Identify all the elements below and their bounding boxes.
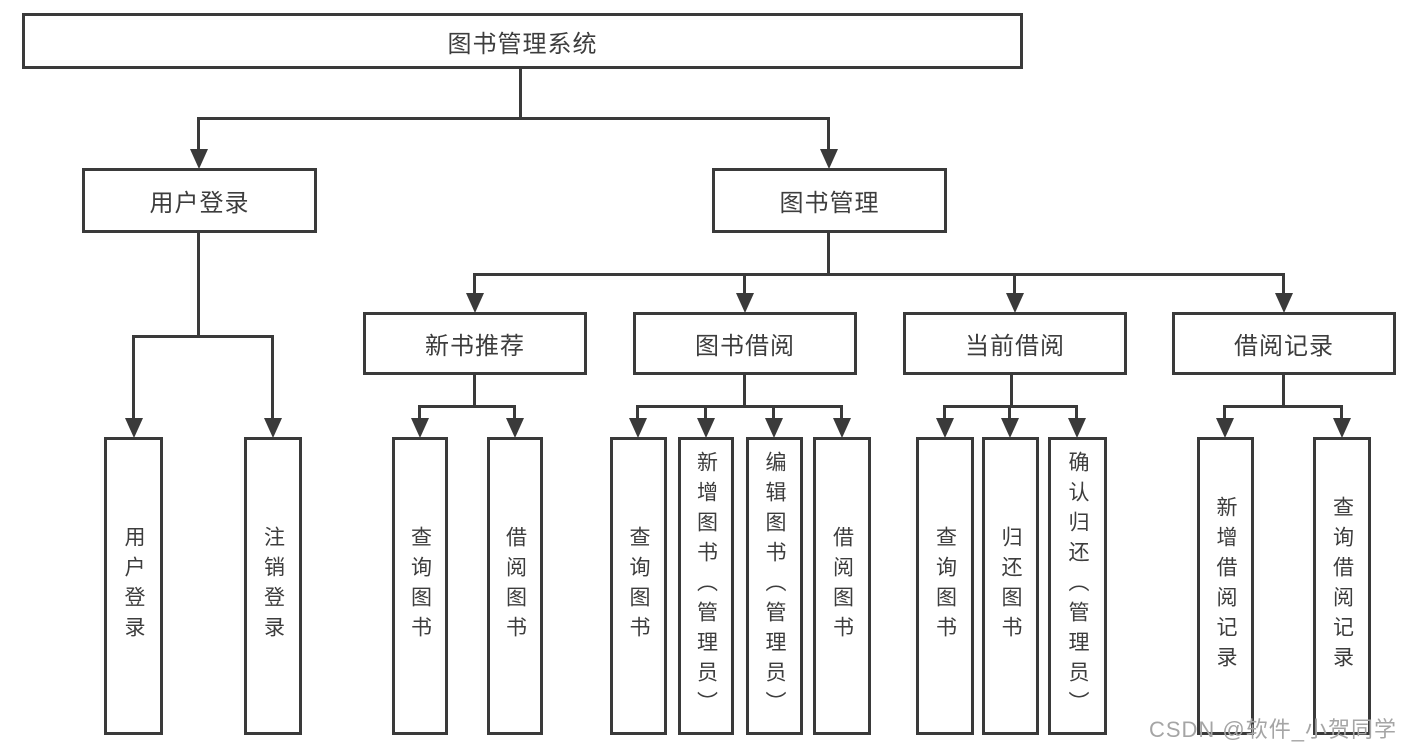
connector-line — [132, 335, 274, 338]
connector-line — [1340, 405, 1343, 421]
connector-line — [743, 375, 746, 408]
node-user-login: 用户登录 — [82, 168, 317, 233]
connector-line — [1223, 405, 1226, 421]
connector-line — [636, 405, 639, 421]
connector-line — [827, 117, 830, 151]
arrowhead-down-icon — [1068, 418, 1086, 438]
watermark: CSDN @软件_小贺同学 — [1148, 717, 1397, 742]
arrowhead-down-icon — [736, 293, 754, 313]
leaf-add-books-admin: 新增图书（管理员） — [678, 437, 734, 735]
arrowhead-down-icon — [506, 418, 524, 438]
node-root-label: 图书管理系统 — [447, 30, 598, 58]
arrowhead-down-icon — [1333, 418, 1351, 438]
leaf-add-borrow-record: 新增借阅记录 — [1197, 437, 1254, 735]
arrowhead-down-icon — [820, 149, 838, 169]
connector-line — [1223, 405, 1343, 408]
node-borrow-record-label: 借阅记录 — [1234, 333, 1334, 360]
leaf-query-borrow-record: 查询借阅记录 — [1313, 437, 1371, 735]
connector-line — [473, 375, 476, 408]
node-current-borrow-label: 当前借阅 — [965, 333, 1065, 360]
node-user-login-label: 用户登录 — [149, 190, 250, 217]
connector-line — [1282, 273, 1285, 297]
connector-line — [418, 405, 421, 421]
leaf-add-borrow-record-label: 新增借阅记录 — [1214, 496, 1237, 676]
connector-line — [636, 405, 843, 408]
connector-line — [1013, 273, 1016, 297]
leaf-edit-books-admin: 编辑图书（管理员） — [746, 437, 803, 735]
arrowhead-down-icon — [466, 293, 484, 313]
connector-line — [519, 68, 522, 118]
connector-line — [840, 405, 843, 421]
leaf-confirm-return-admin-label: 确认归还（管理员） — [1066, 451, 1089, 721]
leaf-query-books-borrow-label: 查询图书 — [627, 526, 650, 646]
node-new-book-recommend: 新书推荐 — [363, 312, 587, 375]
arrowhead-down-icon — [190, 149, 208, 169]
leaf-add-books-admin-label: 新增图书（管理员） — [694, 451, 718, 721]
leaf-query-books-recommend: 查询图书 — [392, 437, 448, 735]
arrowhead-down-icon — [833, 418, 851, 438]
leaf-user-login-label: 用户登录 — [122, 526, 145, 646]
leaf-return-books-label: 归还图书 — [999, 526, 1022, 646]
connector-line — [513, 405, 516, 421]
connector-line — [772, 405, 775, 421]
leaf-edit-books-admin-label: 编辑图书（管理员） — [763, 451, 786, 721]
leaf-query-books-current: 查询图书 — [916, 437, 974, 735]
connector-line — [132, 335, 135, 421]
node-book-borrow: 图书借阅 — [633, 312, 857, 375]
connector-line — [743, 273, 746, 297]
connector-line — [943, 405, 946, 421]
leaf-query-borrow-record-label: 查询借阅记录 — [1330, 496, 1354, 676]
node-root: 图书管理系统 — [22, 13, 1023, 69]
connector-line — [473, 273, 476, 297]
arrowhead-down-icon — [936, 418, 954, 438]
arrowhead-down-icon — [629, 418, 647, 438]
arrowhead-down-icon — [1001, 418, 1019, 438]
node-current-borrow: 当前借阅 — [903, 312, 1127, 375]
leaf-user-login: 用户登录 — [104, 437, 163, 735]
arrowhead-down-icon — [1006, 293, 1024, 313]
arrowhead-down-icon — [697, 418, 715, 438]
node-book-borrow-label: 图书借阅 — [695, 333, 795, 360]
connector-line — [1008, 405, 1011, 421]
leaf-borrow-books: 借阅图书 — [813, 437, 871, 735]
connector-line — [271, 335, 274, 421]
arrowhead-down-icon — [411, 418, 429, 438]
connector-line — [197, 233, 200, 337]
connector-line — [1075, 405, 1078, 421]
leaf-borrow-books-label: 借阅图书 — [830, 526, 854, 646]
leaf-logout-login-label: 注销登录 — [261, 526, 285, 646]
connector-line — [1010, 375, 1013, 408]
node-borrow-record: 借阅记录 — [1172, 312, 1396, 375]
connector-line — [827, 233, 830, 275]
leaf-return-books: 归还图书 — [982, 437, 1039, 735]
leaf-borrow-books-recommend: 借阅图书 — [487, 437, 543, 735]
node-book-management-label: 图书管理 — [779, 190, 880, 217]
leaf-query-books-borrow: 查询图书 — [610, 437, 667, 735]
leaf-confirm-return-admin: 确认归还（管理员） — [1048, 437, 1107, 735]
arrowhead-down-icon — [765, 418, 783, 438]
arrowhead-down-icon — [1216, 418, 1234, 438]
arrowhead-down-icon — [1275, 293, 1293, 313]
leaf-logout-login: 注销登录 — [244, 437, 302, 735]
connector-line — [704, 405, 707, 421]
connector-line — [197, 117, 200, 151]
leaf-borrow-books-recommend-label: 借阅图书 — [503, 526, 527, 646]
connector-line — [418, 405, 516, 408]
connector-line — [473, 273, 1285, 276]
connector-line — [197, 117, 830, 120]
arrowhead-down-icon — [264, 418, 282, 438]
connector-line — [1282, 375, 1285, 408]
node-new-book-recommend-label: 新书推荐 — [425, 333, 525, 360]
leaf-query-books-current-label: 查询图书 — [933, 526, 957, 646]
node-book-management: 图书管理 — [712, 168, 947, 233]
leaf-query-books-recommend-label: 查询图书 — [408, 526, 432, 646]
arrowhead-down-icon — [125, 418, 143, 438]
